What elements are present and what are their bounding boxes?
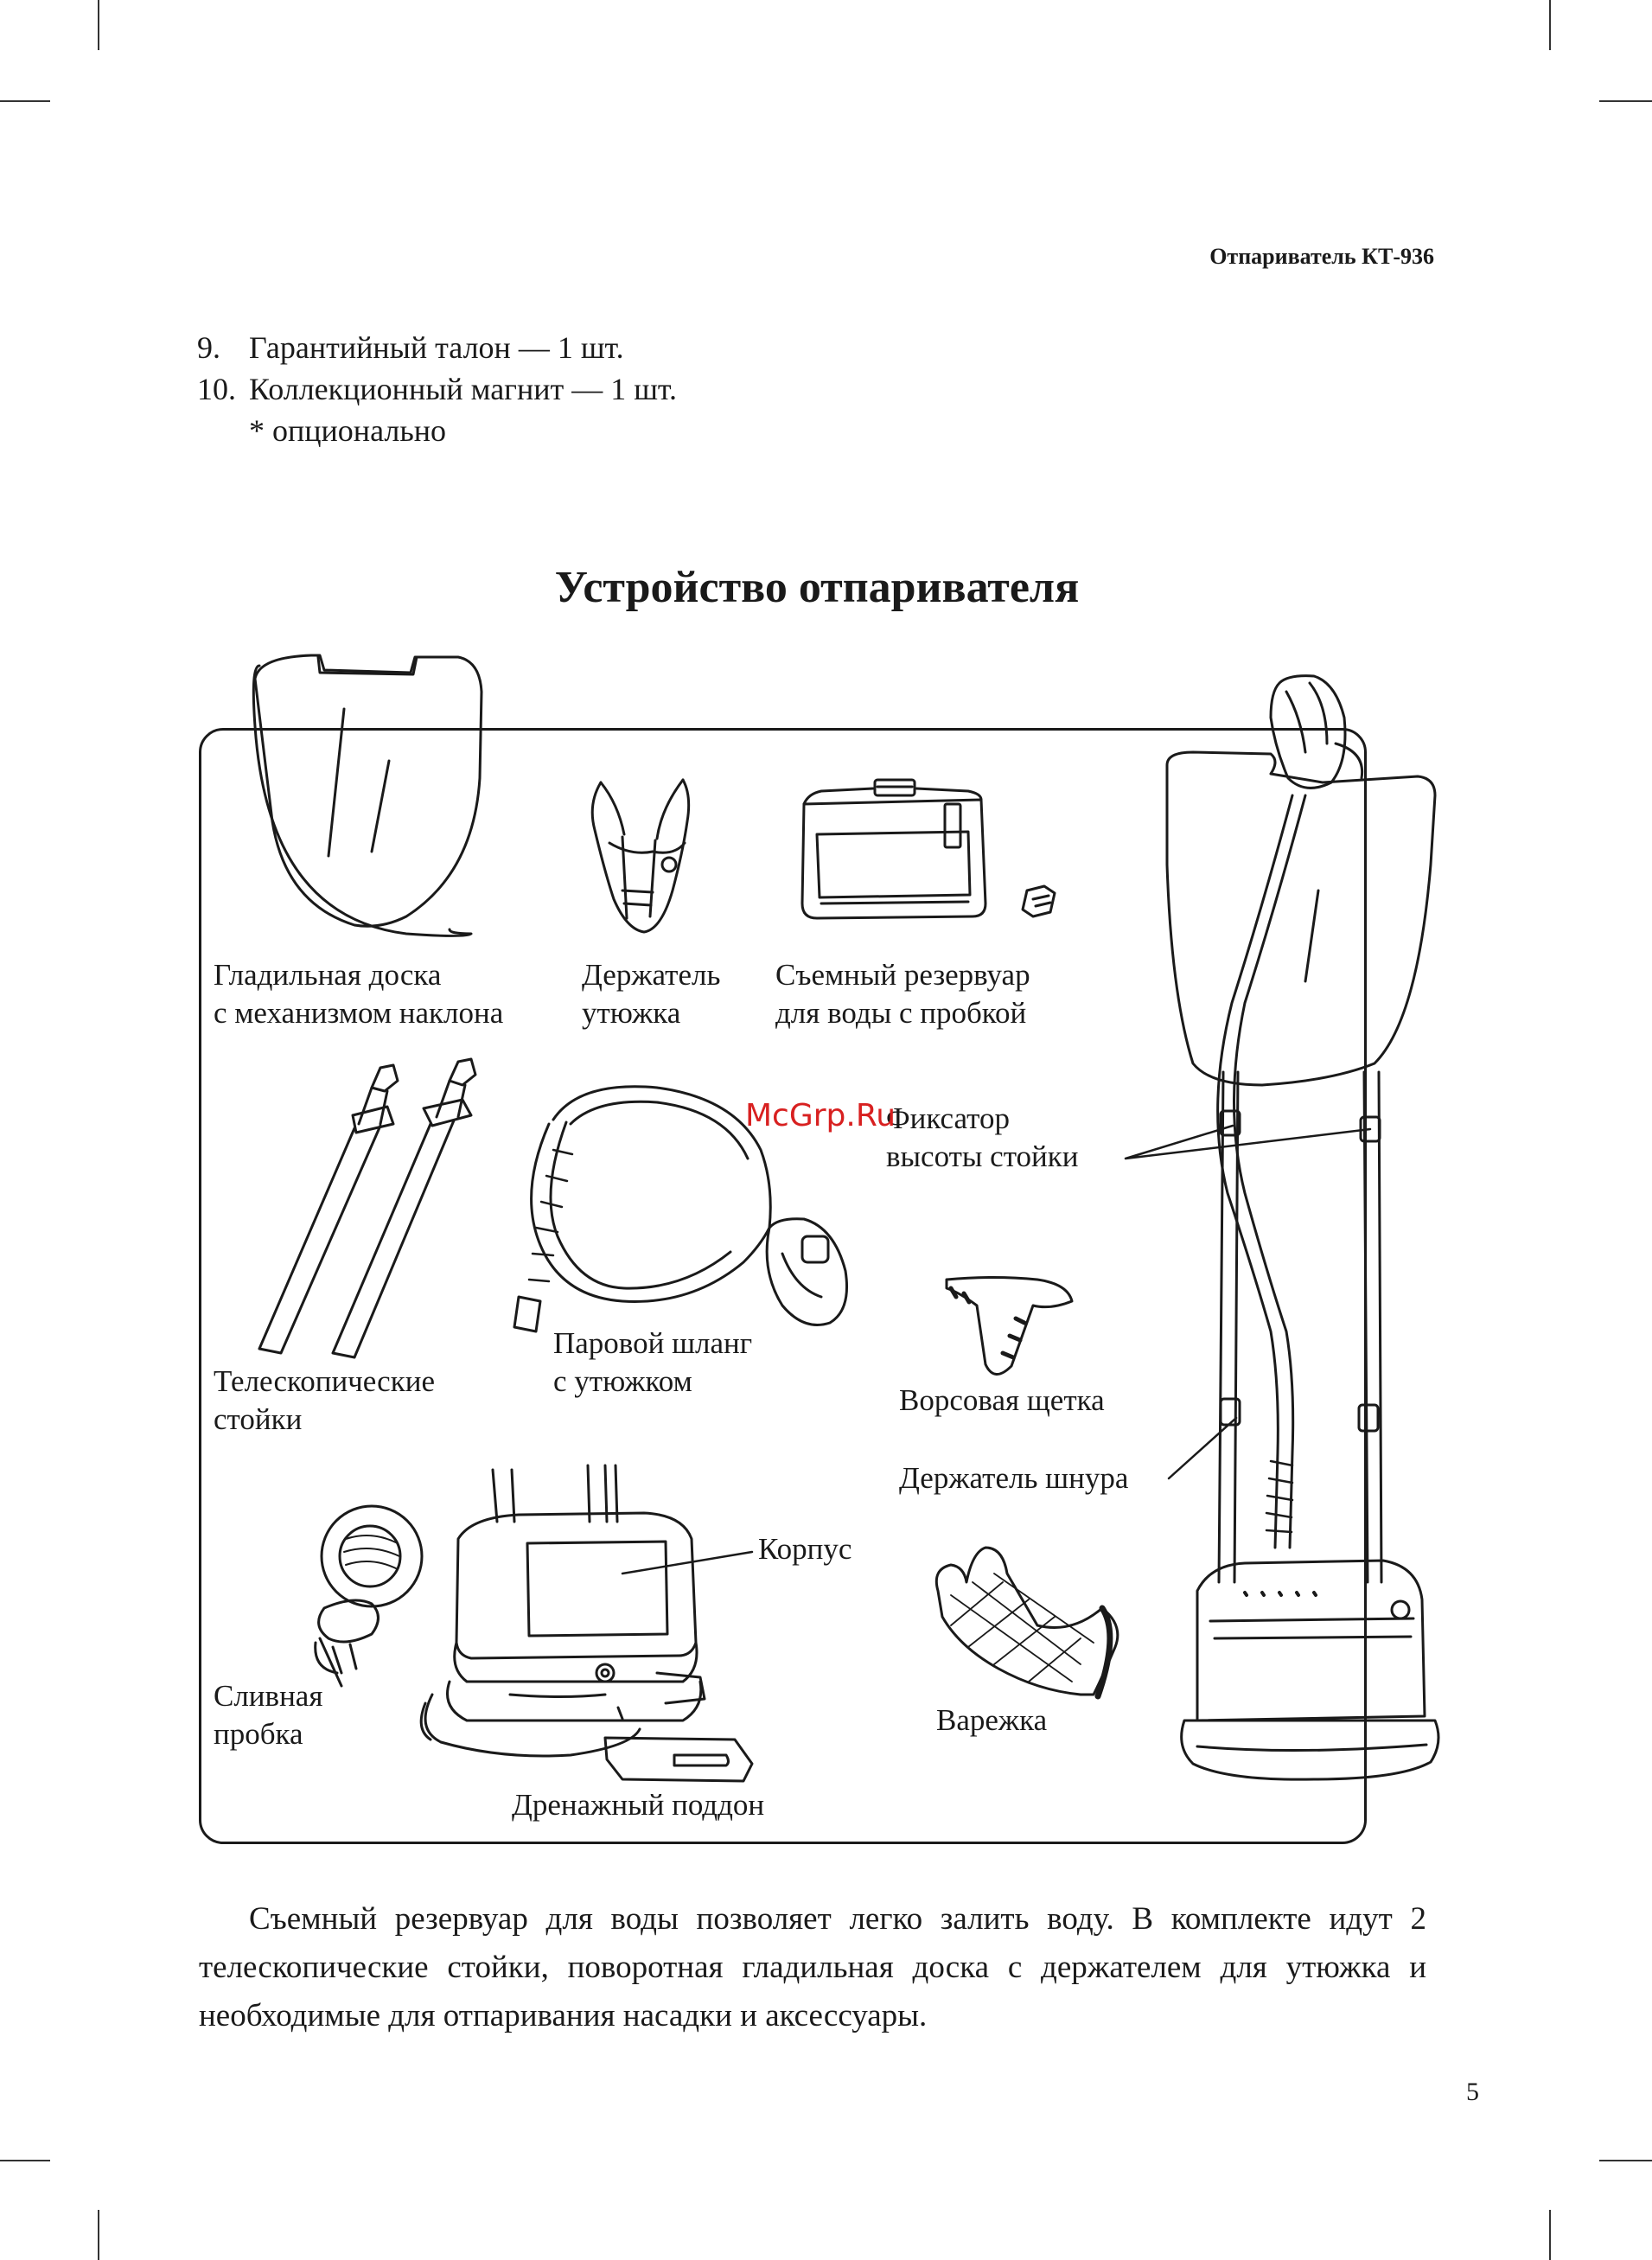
label-line: Держатель шнура: [899, 1459, 1128, 1497]
label-line: с механизмом наклона: [214, 994, 503, 1032]
label-telescopic-poles: Телескопические стойки: [214, 1363, 435, 1439]
label-body: Корпус: [758, 1530, 852, 1568]
paragraph-text: Съемный резервуар для воды позволяет лег…: [199, 1895, 1426, 2040]
ironing-board-drawing: [253, 655, 484, 936]
label-line: Корпус: [758, 1530, 852, 1568]
telescopic-poles-drawing: [259, 1059, 475, 1357]
label-line: Гладильная доска: [214, 956, 503, 994]
label-iron-holder: Держатель утюжка: [582, 956, 720, 1032]
label-bristle-brush: Ворсовая щетка: [899, 1382, 1105, 1420]
label-water-tank: Съемный резервуар для воды с пробкой: [775, 956, 1030, 1032]
label-drip-tray: Дренажный поддон: [512, 1786, 764, 1824]
label-line: Варежка: [936, 1701, 1047, 1740]
label-line: Дренажный поддон: [512, 1786, 764, 1824]
label-line: высоты стойки: [886, 1138, 1079, 1176]
assembled-steamer-drawing: [1126, 676, 1438, 1780]
steamer-body-drawing: [425, 1465, 752, 1756]
label-steam-hose: Паровой шланг с утюжком: [553, 1325, 752, 1401]
page-number: 5: [1466, 2078, 1479, 2107]
label-line: Ворсовая щетка: [899, 1382, 1105, 1420]
label-cord-holder: Держатель шнура: [899, 1459, 1128, 1497]
description-paragraph: Съемный резервуар для воды позволяет лег…: [199, 1895, 1426, 2040]
water-tank-drawing: [802, 780, 1055, 918]
drip-tray-drawing: [605, 1738, 752, 1781]
label-ironing-board: Гладильная доска с механизмом наклона: [214, 956, 503, 1032]
label-line: Держатель: [582, 956, 720, 994]
label-mitten: Варежка: [936, 1701, 1047, 1740]
label-drain-plug: Сливная пробка: [214, 1677, 322, 1753]
label-line: стойки: [214, 1401, 435, 1439]
label-line: утюжка: [582, 994, 720, 1032]
label-height-lock: Фиксатор высоты стойки: [886, 1100, 1079, 1176]
label-line: Паровой шланг: [553, 1325, 752, 1363]
label-line: с утюжком: [553, 1363, 752, 1401]
iron-holder-drawing: [592, 780, 688, 932]
label-line: Съемный резервуар: [775, 956, 1030, 994]
watermark: McGrp.Ru: [745, 1098, 896, 1133]
label-line: Фиксатор: [886, 1100, 1079, 1138]
label-line: пробка: [214, 1715, 322, 1753]
label-line: для воды с пробкой: [775, 994, 1030, 1032]
label-line: Телескопические: [214, 1363, 435, 1401]
bristle-brush-drawing: [947, 1278, 1072, 1375]
mitten-drawing: [936, 1548, 1118, 1696]
drain-plug-drawing: [316, 1506, 431, 1740]
label-line: Сливная: [214, 1677, 322, 1715]
